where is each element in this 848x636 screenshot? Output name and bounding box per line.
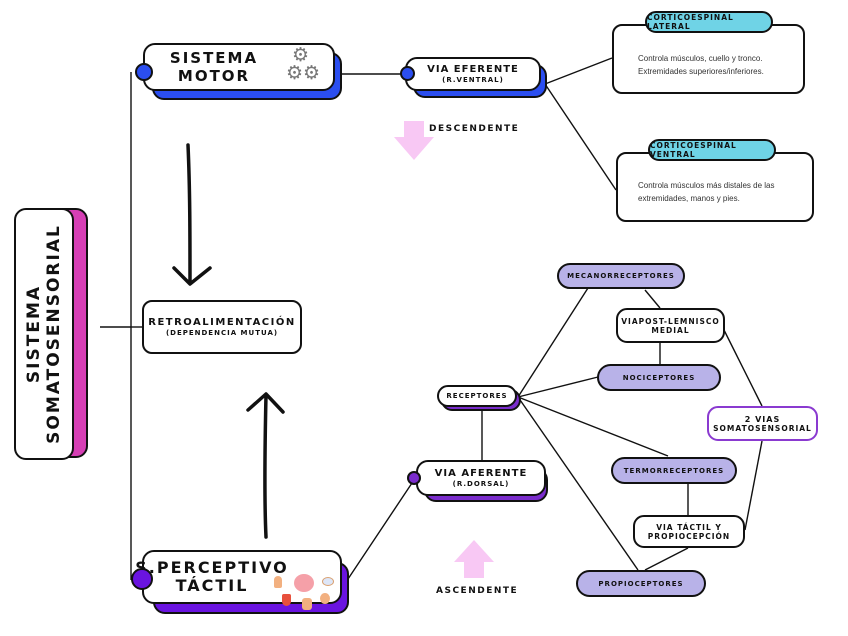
receptor-mecanorreceptores-label: Mecanorreceptores: [567, 272, 675, 280]
afferent-connector-dot: [407, 471, 421, 485]
receptor-nociceptores[interactable]: Nociceptores: [597, 364, 721, 391]
receptor-propioceptores[interactable]: Propioceptores: [576, 570, 706, 597]
corticospinal-ventral-text: Controla músculos más distales de las ex…: [638, 181, 775, 203]
receptor-mecanorreceptores[interactable]: Mecanorreceptores: [557, 263, 685, 289]
nose-icon: [274, 576, 282, 588]
feedback-node[interactable]: Retroalimentación (Dependencia mutua): [142, 300, 302, 354]
receptor-nociceptores-label: Nociceptores: [622, 373, 696, 382]
corticospinal-ventral-tag: Corticoespinal ventral: [648, 139, 776, 161]
efferent-subtitle: (R.Ventral): [442, 75, 504, 84]
receptor-termorreceptores[interactable]: Termorreceptores: [611, 457, 737, 484]
afferent-subtitle: (R.Dorsal): [452, 479, 510, 488]
root-line1: Sistema: [24, 284, 44, 384]
perceptive-node[interactable]: S.Perceptivo Táctil: [135, 550, 342, 604]
receptors-hub-label: Receptores: [446, 392, 508, 400]
afferent-node[interactable]: Via Aferente (R.Dorsal): [416, 460, 546, 496]
two-ways-line2: somatosensorial: [713, 423, 812, 433]
link-efferent-ventral: [544, 83, 617, 191]
receptors-hub[interactable]: Receptores: [437, 385, 517, 407]
pathway-lemniscal[interactable]: Viapost-lemnisco Medial: [616, 308, 725, 343]
link-receptors-termo: [517, 396, 669, 457]
motor-node[interactable]: Sistema Motor: [143, 43, 335, 91]
two-ways-somatosensory[interactable]: 2 vias somatosensorial: [707, 406, 818, 441]
descendente-label: Descendente: [429, 124, 520, 134]
pathway-tactile-line2: propiocepción: [647, 531, 731, 541]
pathway-tactile-proprioception[interactable]: Via táctil y propiocepción: [633, 515, 745, 548]
ascendente-label: Ascendente: [436, 586, 519, 596]
link-receptors-mecano: [517, 287, 589, 398]
descendente-arrow-icon: [394, 121, 434, 160]
feedback-up-arrow: [246, 392, 285, 539]
link-twoways-tactile: [744, 440, 763, 531]
corticospinal-lateral-text: Controla músculos, cuello y tronco. Extr…: [638, 54, 764, 76]
receptor-propioceptores-label: Propioceptores: [598, 579, 684, 588]
feedback-title: Retroalimentación: [148, 316, 296, 328]
root-line2: Somatosensorial: [44, 224, 64, 444]
ascendente-arrow-icon: [454, 540, 494, 578]
corticospinal-lateral-box[interactable]: Controla músculos, cuello y tronco. Extr…: [612, 24, 805, 94]
tongue-icon: [282, 594, 291, 606]
motor-connector-dot: [135, 63, 153, 81]
perceptive-line1: S.Perceptivo: [135, 558, 289, 577]
feedback-down-arrow: [172, 143, 212, 286]
pathway-lemniscal-line1: Viapost-lemnisco: [621, 316, 720, 326]
motor-line1: Sistema: [169, 49, 259, 67]
two-ways-line1: 2 vias: [744, 414, 781, 424]
receptor-termorreceptores-label: Termorreceptores: [623, 466, 725, 475]
link-receptors-propio: [517, 396, 639, 571]
perceptive-line2: Táctil: [175, 576, 249, 595]
link-perceptive-afferent: [345, 479, 415, 583]
perceptive-connector-dot: [131, 568, 153, 590]
hand-icon: [302, 598, 312, 610]
afferent-title: Via Aferente: [434, 467, 528, 479]
corticospinal-ventral-box[interactable]: Controla músculos más distales de las ex…: [616, 152, 814, 222]
efferent-node[interactable]: Via Eferente (R.Ventral): [405, 57, 541, 91]
link-lemniscal-twoways: [723, 329, 763, 407]
sense-organs-icon: [272, 574, 338, 610]
link-receptors-noci: [517, 376, 599, 398]
feedback-subtitle: (Dependencia mutua): [165, 328, 279, 337]
pathway-lemniscal-line2: Medial: [651, 325, 690, 335]
link-tactile-propio: [644, 547, 689, 571]
motor-line2: Motor: [177, 67, 251, 85]
efferent-title: Via Eferente: [427, 63, 519, 75]
corticospinal-lateral-tag: Corticoespinal lateral: [645, 11, 773, 33]
pathway-tactile-line1: Via táctil y: [656, 522, 722, 532]
eye-icon: [322, 577, 334, 586]
root-node[interactable]: Sistema Somatosensorial: [14, 208, 74, 460]
ear-icon: [320, 593, 330, 604]
efferent-connector-dot: [400, 66, 415, 81]
link-mecano-lemniscal: [644, 289, 661, 309]
link-efferent-lateral: [544, 57, 613, 85]
gears-icon: ⚙⚙⚙: [286, 44, 321, 84]
brain-icon: [294, 574, 314, 592]
